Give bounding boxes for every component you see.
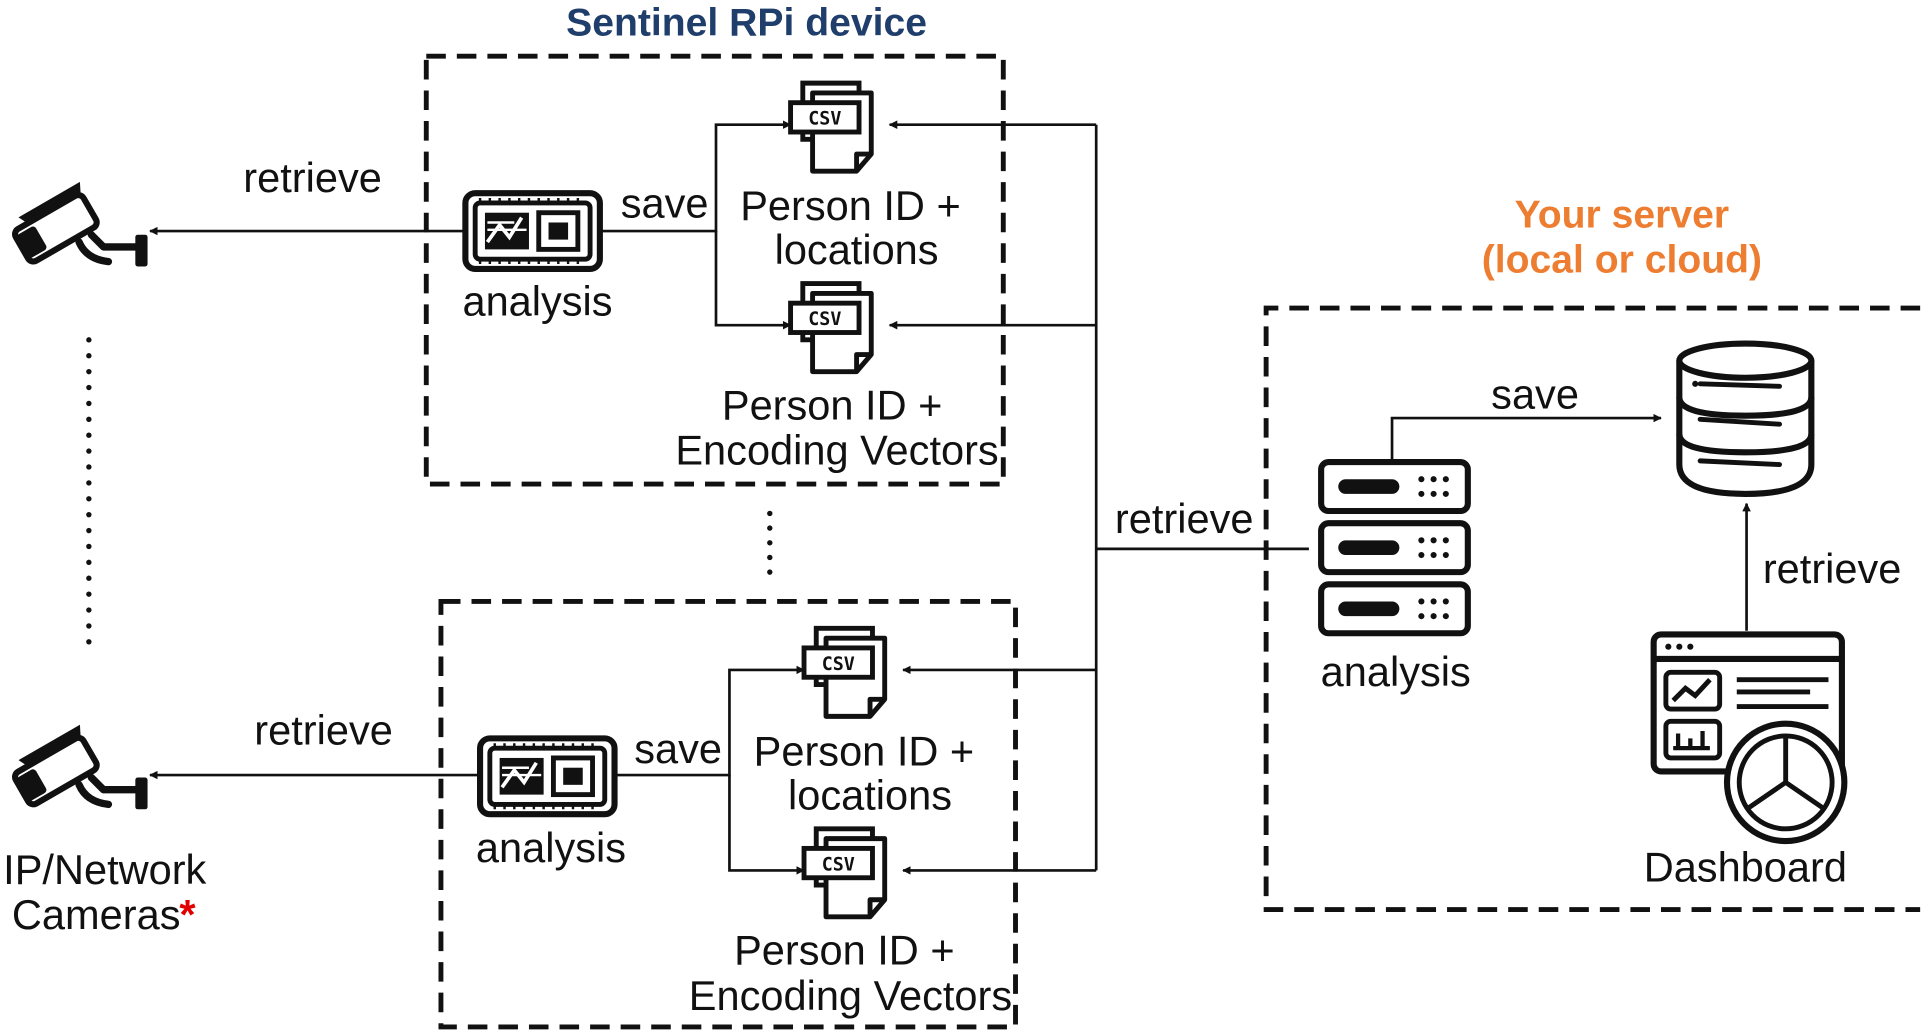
csv-locations-line1: Person ID + [754, 727, 975, 774]
camera-icon [8, 725, 148, 810]
device-ellipsis [767, 510, 773, 575]
save-arrow-locations [614, 665, 805, 777]
server-analysis-label: analysis [1321, 648, 1471, 695]
csv-vectors-line2: Encoding Vectors [675, 427, 998, 474]
database-icon [1676, 340, 1815, 497]
analysis-label: analysis [462, 277, 612, 324]
csv-file-icon: CSV [804, 824, 885, 917]
cameras-asterisk: * [179, 891, 196, 938]
save-label: save [621, 180, 709, 227]
cameras-label-line2: Cameras [12, 891, 181, 938]
rpi-device-box-bottom [438, 599, 1018, 1030]
rpi-device-box-top [423, 53, 1006, 487]
csv-file-icon: CSV [791, 279, 872, 372]
cameras-label-line1: IP/Network [3, 846, 206, 893]
center-retrieve-label: retrieve [1115, 495, 1254, 542]
csv-vectors-line1: Person ID + [734, 927, 955, 974]
server-save-label: save [1491, 370, 1579, 417]
svg-text:CSV: CSV [808, 309, 841, 330]
camera-icon [8, 182, 148, 267]
server-rack-icon [1321, 462, 1468, 633]
rpi-title: Sentinel RPi device [566, 1, 927, 44]
server-title-line2: (local or cloud) [1482, 239, 1762, 282]
csv-locations-line2: locations [788, 771, 952, 818]
save-label: save [634, 725, 722, 772]
csv-vectors-line1: Person ID + [722, 381, 943, 428]
analysis-label: analysis [476, 824, 626, 871]
server-title-line1: Your server [1515, 193, 1730, 236]
central-retrieve-bus [888, 120, 1309, 875]
dashboard-retrieve-label: retrieve [1763, 545, 1902, 592]
server-box [1263, 305, 1921, 912]
dashboard-label: Dashboard [1644, 843, 1847, 890]
svg-text:CSV: CSV [808, 109, 841, 130]
save-arrow-vectors [714, 231, 792, 330]
chip-icon [480, 738, 614, 814]
chip-icon [465, 193, 599, 269]
svg-text:CSV: CSV [822, 854, 855, 875]
csv-locations-line1: Person ID + [740, 182, 961, 229]
server-save-arrow [1390, 413, 1662, 463]
camera-ellipsis [86, 337, 92, 645]
save-arrow-locations [599, 120, 792, 233]
csv-file-icon: CSV [804, 623, 885, 716]
save-arrow-vectors [728, 775, 805, 875]
svg-text:CSV: CSV [822, 654, 855, 675]
csv-vectors-line2: Encoding Vectors [689, 972, 1012, 1019]
retrieve-label: retrieve [254, 706, 393, 753]
csv-file-icon: CSV [791, 78, 872, 171]
dashboard-icon [1650, 631, 1848, 845]
csv-locations-line2: locations [775, 226, 939, 273]
retrieve-label: retrieve [243, 154, 382, 201]
